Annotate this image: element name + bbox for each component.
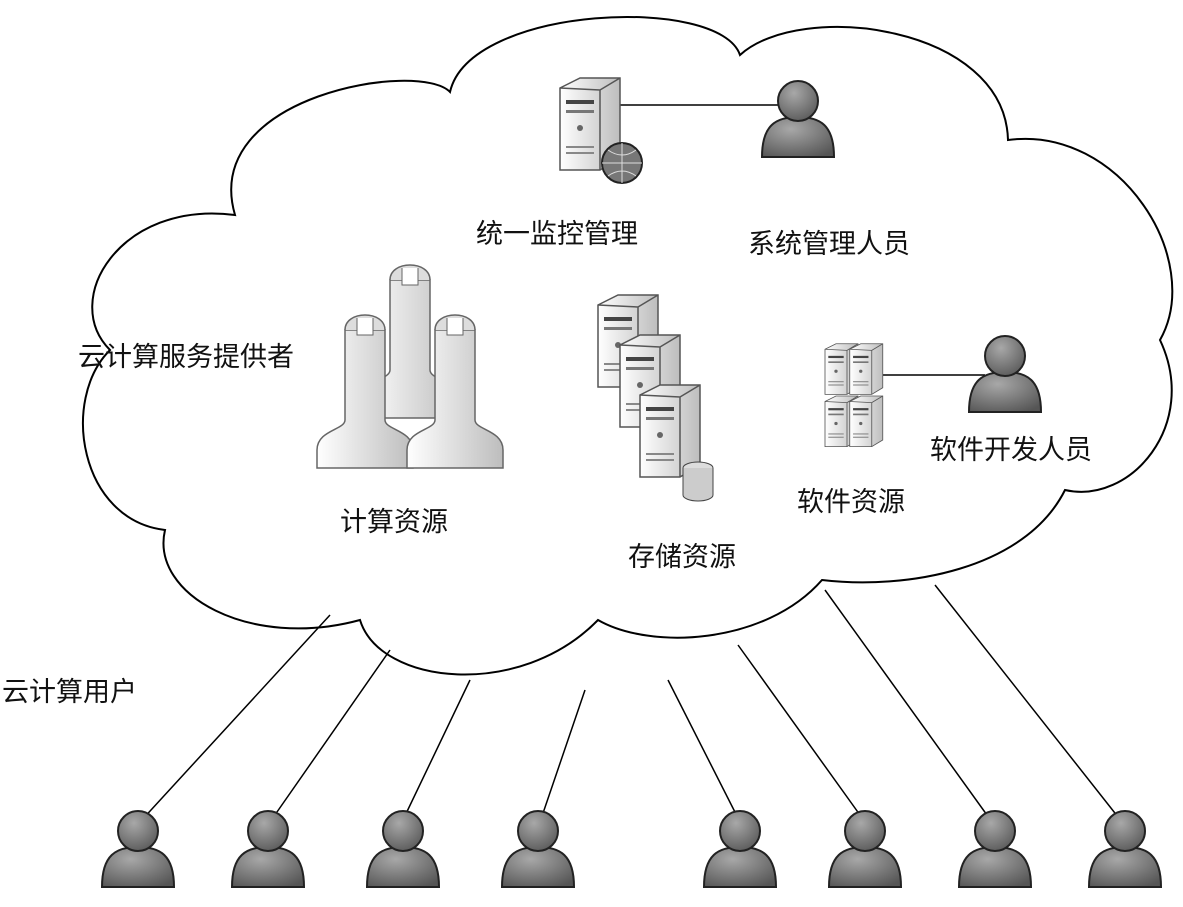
user-person-icon	[1088, 810, 1162, 888]
monitoring-server-icon	[559, 77, 643, 184]
sysadmin-label: 系统管理人员	[748, 229, 910, 260]
user-person-icon	[231, 810, 305, 888]
software-label: 软件资源	[797, 487, 905, 518]
developer-label: 软件开发人员	[930, 435, 1092, 466]
cloud-users-group	[101, 810, 1162, 888]
storage-label: 存储资源	[628, 542, 736, 573]
user-person-icon	[828, 810, 902, 888]
user-person-icon	[366, 810, 440, 888]
user-connection-lines	[139, 584, 1123, 823]
monitoring-label: 统一监控管理	[476, 219, 638, 250]
user-person-icon	[101, 810, 175, 888]
provider-label: 云计算服务提供者	[78, 342, 294, 373]
user-person-icon	[958, 810, 1032, 888]
compute-label: 计算资源	[340, 507, 448, 538]
user-person-icon	[501, 810, 575, 888]
storage-servers-icon	[597, 294, 714, 502]
users-label: 云计算用户	[2, 677, 137, 708]
user-person-icon	[703, 810, 777, 888]
